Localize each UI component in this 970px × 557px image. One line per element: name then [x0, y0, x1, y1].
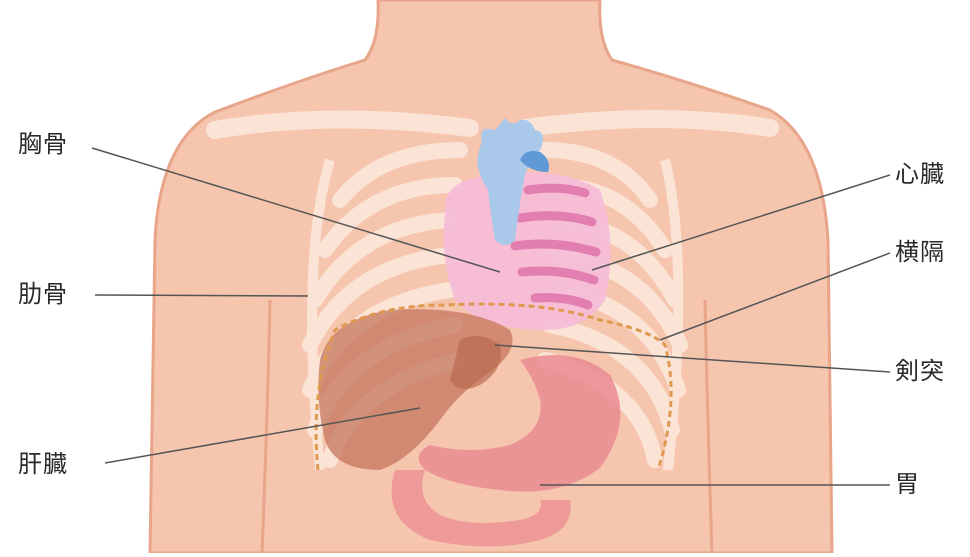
label-sternum: 胸骨: [18, 130, 68, 158]
label-heart: 心臓: [895, 160, 945, 188]
label-stomach: 胃: [895, 470, 920, 498]
label-rib: 肋骨: [18, 280, 68, 308]
left-clavicle: [215, 119, 470, 130]
leader-rib: [95, 295, 308, 296]
label-liver: 肝臓: [18, 450, 68, 478]
right-clavicle: [525, 119, 770, 128]
label-xiphoid: 剣突: [895, 357, 945, 385]
label-diaphragm: 横隔: [895, 238, 945, 266]
